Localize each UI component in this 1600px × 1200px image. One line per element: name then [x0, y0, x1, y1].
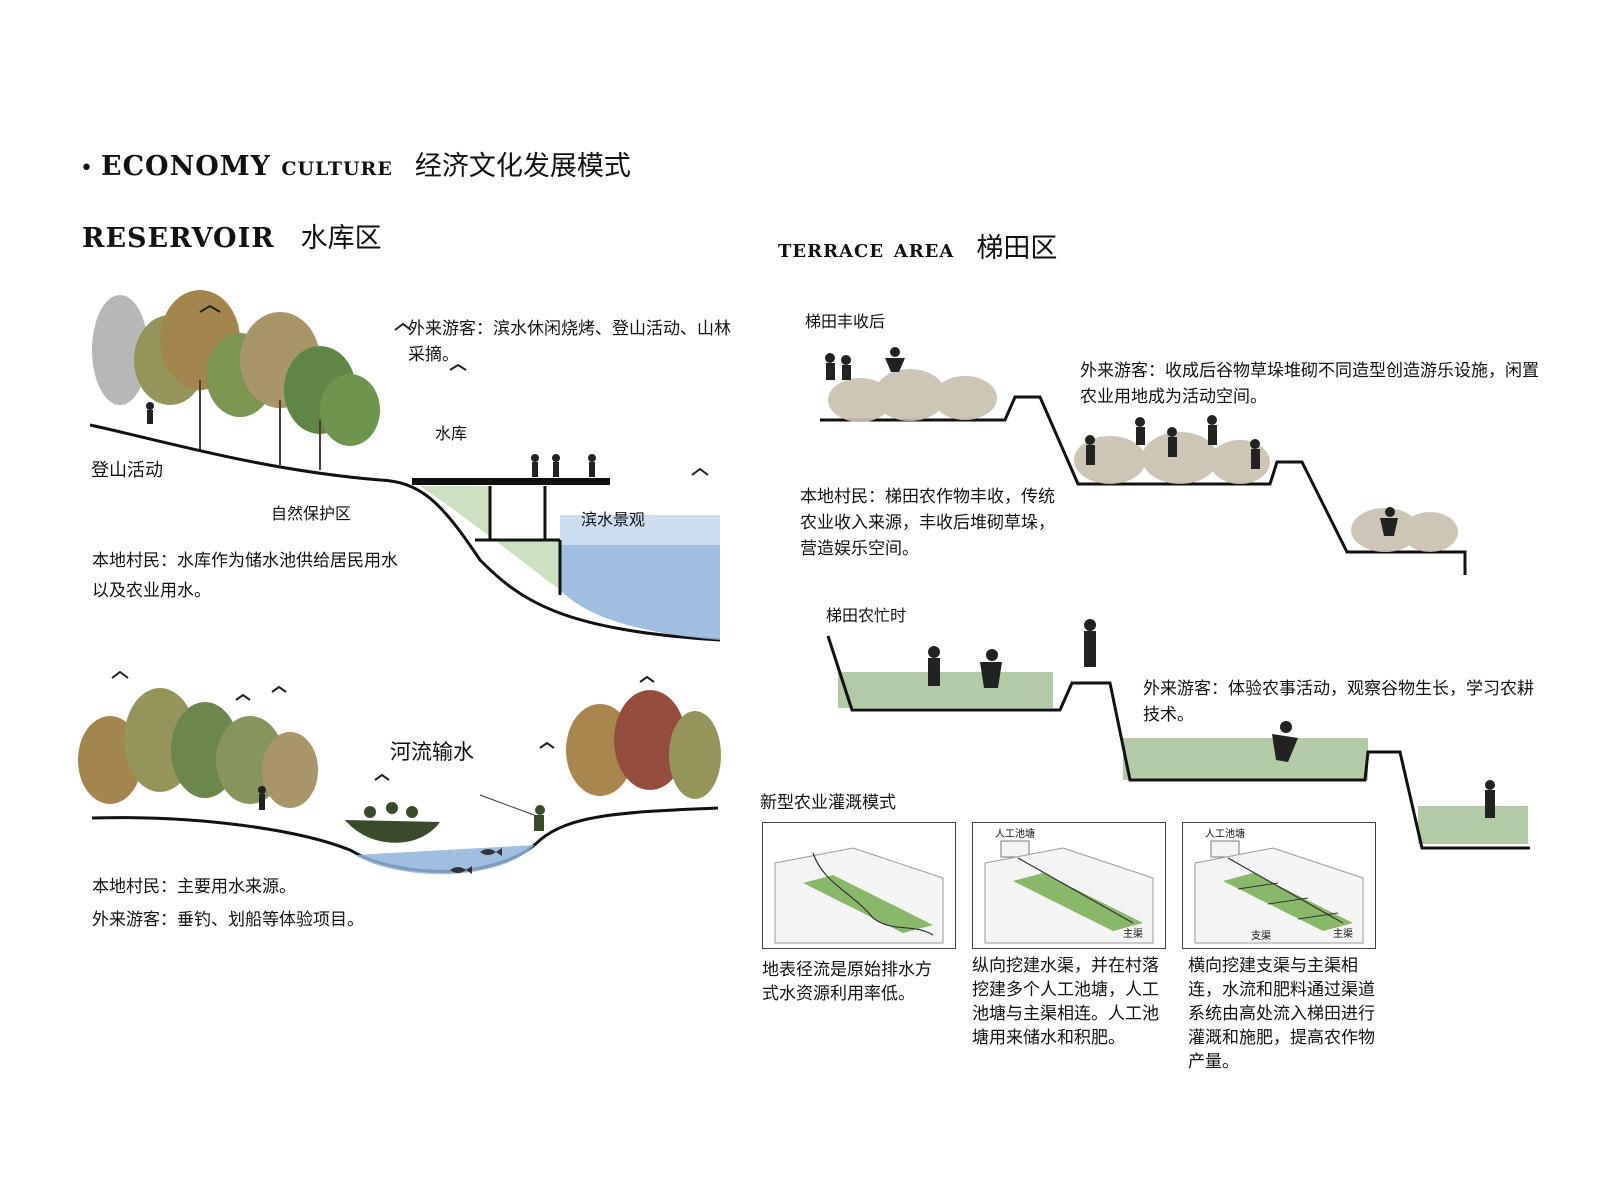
- people-on-dam: [531, 454, 596, 477]
- reservoir-heading: RESERVOIR 水库区: [82, 216, 382, 255]
- tree-canopy: [669, 711, 721, 799]
- reservoir-villagers-text: 本地村民：水库作为储水池供给居民用水以及农业用水。: [92, 551, 398, 601]
- river-villagers-text: 本地村民：主要用水来源。: [92, 877, 296, 897]
- river-visitors-text: 外来游客：垂钓、划船等体验项目。: [92, 910, 364, 930]
- terrace-visitors-busy-text: 外来游客：体验农事活动，观察谷物生长，学习农耕技术。: [1143, 679, 1534, 725]
- reservoir-label: 水库: [435, 424, 468, 443]
- header-title-en: ECONOMY culture: [100, 151, 393, 182]
- bird-icon: [111, 670, 129, 679]
- terrace-heading: terrace area 梯田区: [778, 226, 1057, 265]
- reservoir-title-en: RESERVOIR: [82, 223, 275, 254]
- bird-icon: [691, 467, 709, 476]
- reservoir-trees: [92, 290, 380, 470]
- tree-canopy: [92, 295, 148, 405]
- reservoir-visitors-text: 外来游客：滨水休闲烧烤、登山活动、山林采摘。: [408, 319, 731, 365]
- hiking-label: 登山活动: [91, 460, 163, 481]
- main-canal-label: 主渠: [1333, 929, 1353, 940]
- busy-grass-fields: [838, 672, 1528, 844]
- farming-people-silhouettes: [928, 619, 1495, 818]
- irrigation-panel-2: 人工池塘 主渠: [972, 822, 1166, 949]
- reservoir-ground-line: [89, 423, 721, 642]
- fish-icon: [480, 848, 502, 856]
- bird-icon: [539, 741, 555, 749]
- terrace-title-cn: 梯田区: [976, 233, 1058, 264]
- irrigation-title: 新型农业灌溉模式: [760, 793, 896, 813]
- terrace-villagers-harvest-text: 本地村民：梯田农作物丰收，传统农业收入来源，丰收后堆砌草垛，营造娱乐空间。: [800, 487, 1055, 559]
- boat-with-people: [345, 802, 440, 843]
- terrace-visitors-harvest-text: 外来游客：收成后谷物草垛堆砌不同造型创造游乐设施，闲置农业用地成为活动空间。: [1080, 361, 1539, 407]
- irrigation-diagram-2: [984, 840, 1154, 944]
- irrigation-caption-1: 地表径流是原始排水方式水资源利用率低。: [762, 960, 932, 1004]
- bird-icon: [394, 322, 412, 331]
- busy-season-label: 梯田农忙时: [826, 606, 907, 625]
- bird-icon: [199, 304, 221, 313]
- bird-icon: [374, 773, 390, 781]
- reservoir-water: [560, 515, 720, 640]
- after-harvest-label: 梯田丰收后: [805, 312, 886, 331]
- hiker-figure: [146, 402, 154, 424]
- bird-icon: [271, 685, 287, 693]
- reservoir-title-cn: 水库区: [300, 223, 382, 254]
- irrigation-caption-2: 纵向挖建水渠，并在村落挖建多个人工池塘，人工池塘与主渠相连。人工池塘用来储水和积…: [972, 956, 1159, 1048]
- fisherman-figure: [479, 794, 545, 831]
- terrace-harvest-ground: [820, 395, 1467, 575]
- irrigation-diagram-1: [774, 847, 944, 944]
- tree-canopy: [614, 690, 686, 790]
- river-trees-right: [566, 690, 721, 799]
- reservoir-water-top: [560, 515, 720, 545]
- irrigation-panel-1: [762, 822, 956, 949]
- river-walker: [258, 786, 266, 810]
- reservoir-dam: [412, 478, 610, 485]
- irrigation-diagram-3: [1194, 840, 1364, 944]
- irrigation-panel-3: 人工池塘 支渠 主渠: [1182, 822, 1376, 949]
- terrace-busy-ground: [826, 635, 1530, 850]
- river-title: 河流输水: [390, 740, 474, 764]
- bird-icon: [449, 363, 467, 371]
- bird-icon: [639, 675, 655, 683]
- harvest-people-silhouettes: [825, 347, 1398, 536]
- waterfront-label: 滨水景观: [581, 510, 646, 529]
- terrace-title-en: terrace area: [778, 234, 955, 263]
- irrigation-caption-3: 横向挖建支渠与主渠相连，水流和肥料通过渠道系统由高处流入梯田进行灌溉和施肥，提高…: [1188, 956, 1375, 1072]
- main-canal-label: 主渠: [1123, 929, 1143, 940]
- nature-reserve-label: 自然保护区: [271, 504, 352, 523]
- pond-label: 人工池塘: [1205, 829, 1245, 840]
- tree-canopy: [262, 732, 318, 808]
- branch-canal-label: 支渠: [1251, 931, 1271, 942]
- fish-icon: [450, 866, 472, 874]
- tree-canopy: [320, 374, 380, 446]
- header-title-cn: 经济文化发展模式: [414, 151, 631, 182]
- header-bullet: •: [80, 156, 93, 181]
- river-trees-left: [78, 688, 318, 808]
- pond-label: 人工池塘: [995, 829, 1035, 840]
- river-water: [355, 845, 535, 875]
- bird-icon: [235, 693, 251, 701]
- page-header: • ECONOMY culture 经济文化发展模式: [80, 144, 631, 184]
